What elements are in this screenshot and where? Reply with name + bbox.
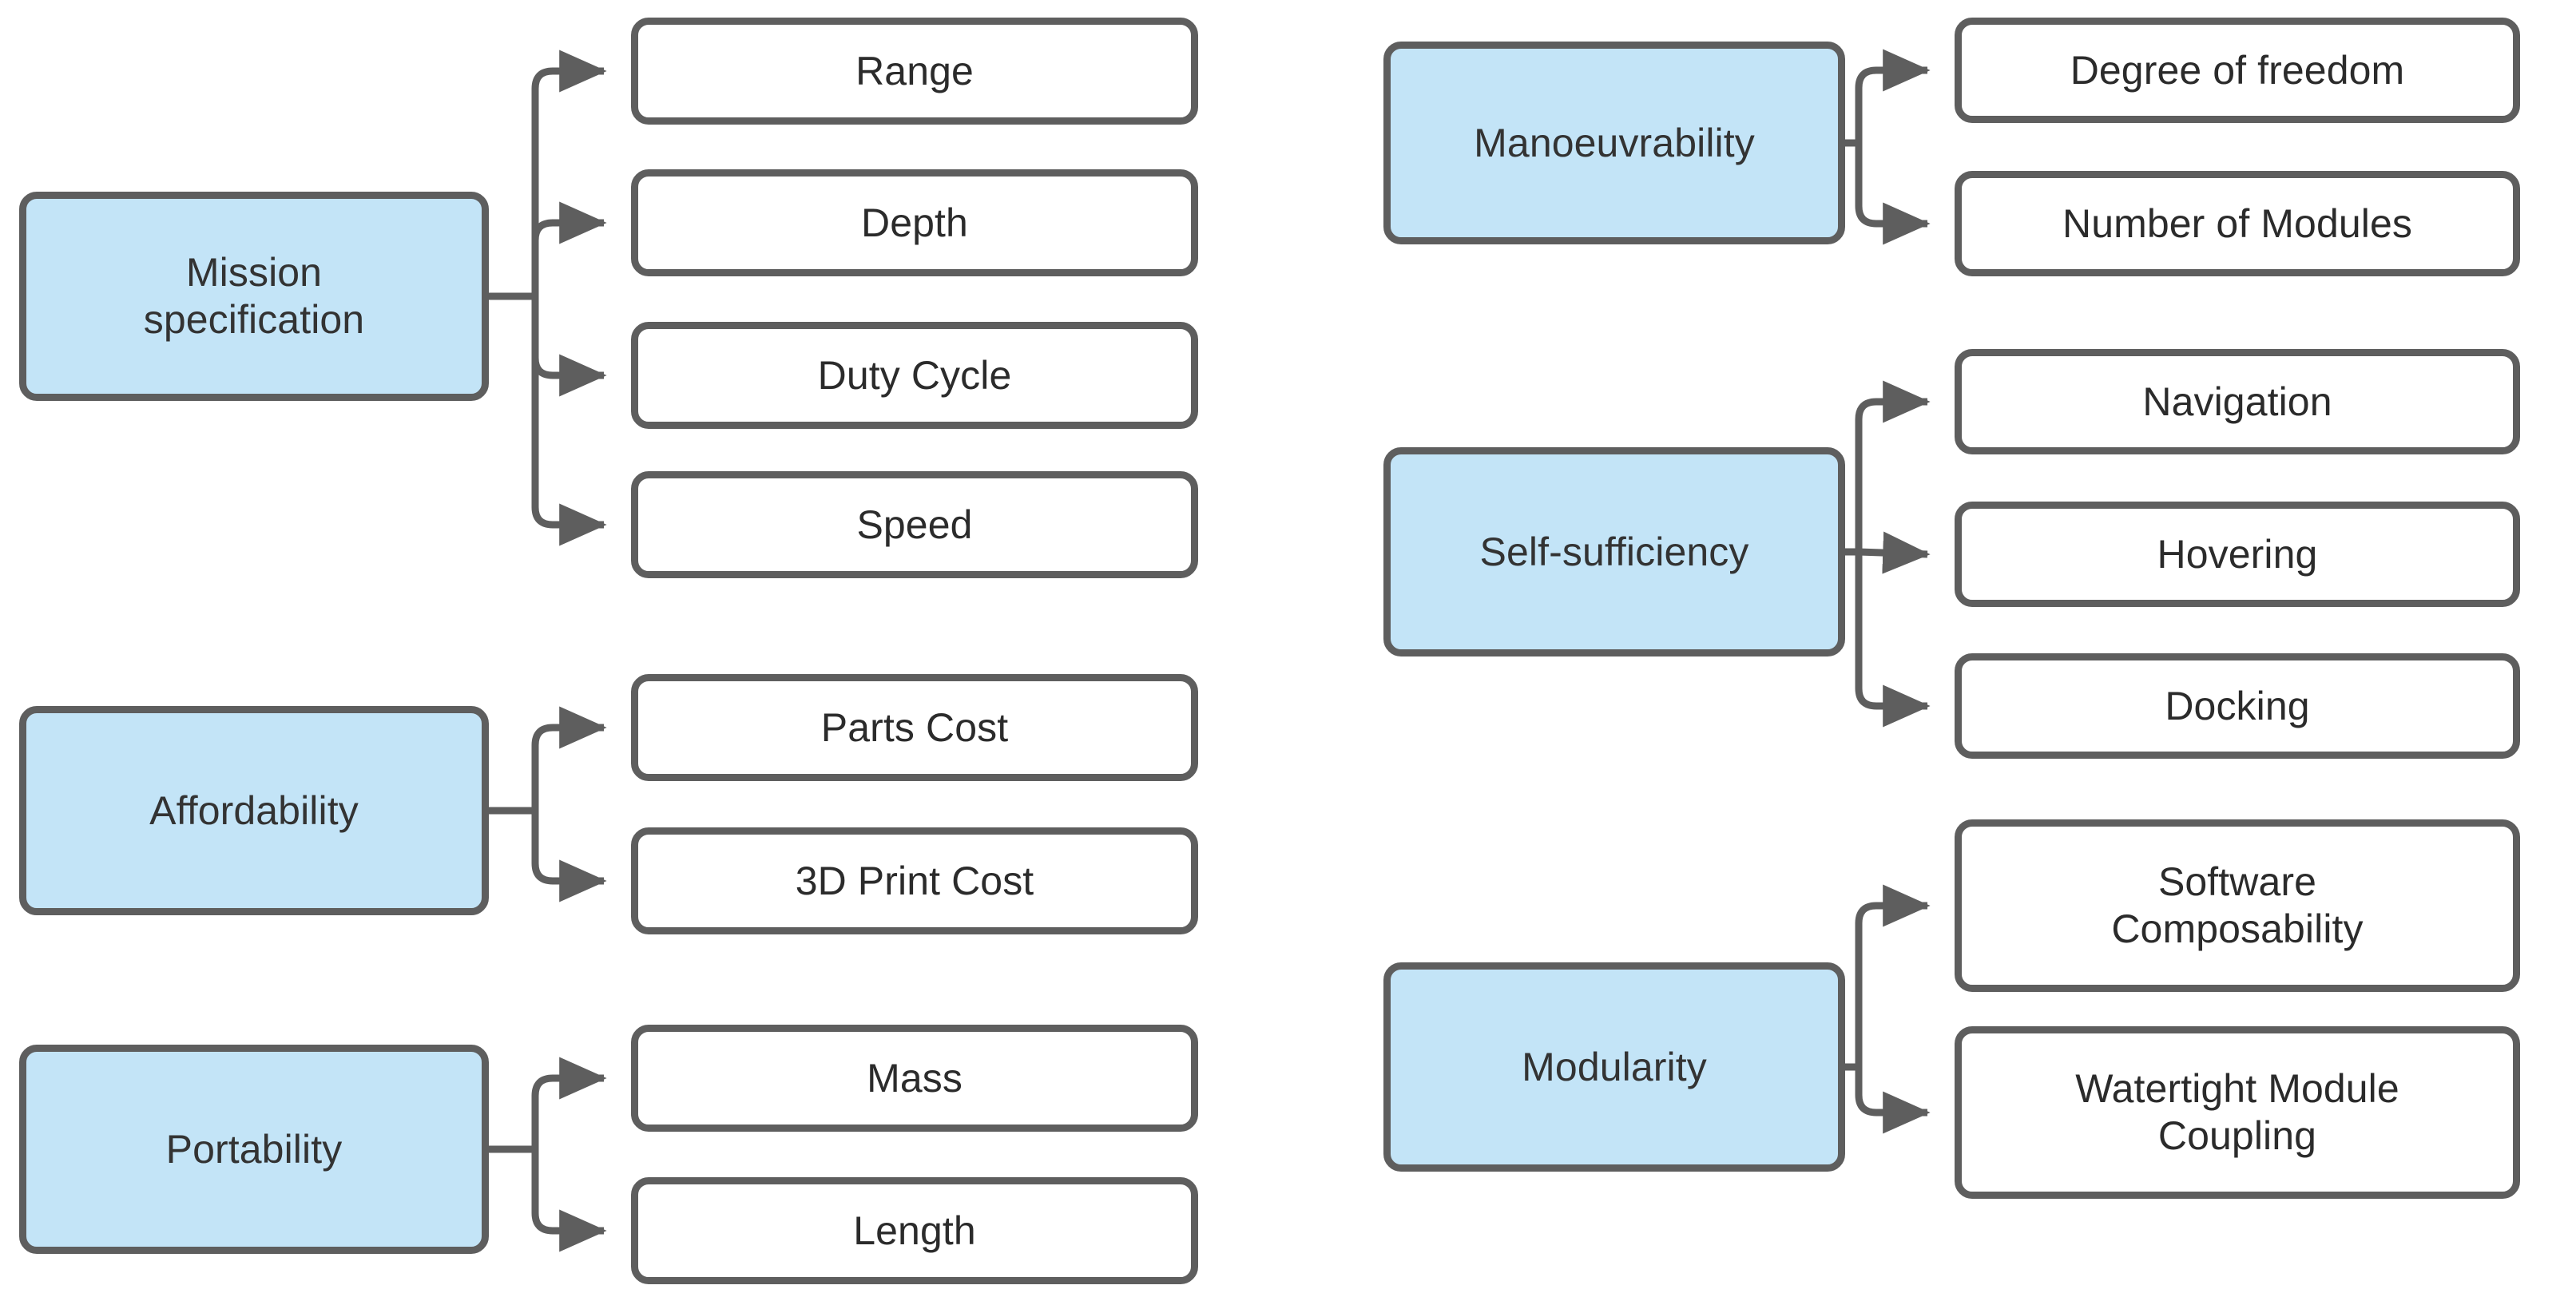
connector-mission-specification-to-child-3 <box>531 296 607 546</box>
node-mission-specification-child-0[interactable]: Range <box>631 18 1198 125</box>
node-mission-specification-child-1[interactable]: Depth <box>631 169 1198 276</box>
node-manoeuvrability-child-1[interactable]: Number of Modules <box>1955 171 2520 276</box>
node-affordability-child-0-label: Parts Cost <box>820 704 1009 750</box>
node-portability-child-1[interactable]: Length <box>631 1177 1198 1284</box>
connector-affordability-to-child-1 <box>531 811 607 902</box>
node-affordability-child-1-label: 3D Print Cost <box>795 858 1034 903</box>
node-portability[interactable]: Portability <box>19 1045 489 1254</box>
node-manoeuvrability-child-1-label: Number of Modules <box>2062 200 2412 246</box>
connector-self-sufficiency-to-child-2 <box>1855 552 1931 728</box>
connector-manoeuvrability-to-child-1 <box>1855 143 1931 245</box>
node-self-sufficiency-label: Self-sufficiency <box>1479 529 1749 574</box>
node-mission-specification-child-2-label: Duty Cycle <box>817 352 1012 398</box>
node-self-sufficiency-child-1[interactable]: Hovering <box>1955 502 2520 607</box>
node-self-sufficiency-child-0[interactable]: Navigation <box>1955 349 2520 454</box>
connector-self-sufficiency-to-child-0 <box>1855 380 1931 552</box>
node-modularity-child-1[interactable]: Watertight Module Coupling <box>1955 1026 2520 1199</box>
node-mission-specification-child-3-label: Speed <box>856 502 973 547</box>
node-affordability[interactable]: Affordability <box>19 706 489 915</box>
node-modularity-child-0-label: Software Composability <box>2111 859 2364 951</box>
connector-modularity-to-child-0 <box>1855 884 1931 1067</box>
connector-mission-specification-to-child-1 <box>531 201 607 296</box>
node-self-sufficiency-child-0-label: Navigation <box>2142 379 2332 424</box>
node-self-sufficiency[interactable]: Self-sufficiency <box>1383 447 1845 656</box>
node-self-sufficiency-child-2-label: Docking <box>2165 683 2310 728</box>
connector-modularity-to-child-1 <box>1855 1067 1931 1134</box>
node-manoeuvrability-label: Manoeuvrability <box>1474 120 1755 165</box>
node-affordability-child-0[interactable]: Parts Cost <box>631 674 1198 781</box>
node-mission-specification-child-1-label: Depth <box>861 200 968 245</box>
connector-portability-to-child-1 <box>531 1149 607 1252</box>
node-portability-child-0-label: Mass <box>867 1055 963 1101</box>
connector-affordability-to-child-0 <box>531 706 607 811</box>
connector-mission-specification-to-child-2 <box>531 296 607 397</box>
node-portability-child-1-label: Length <box>853 1208 976 1253</box>
connector-manoeuvrability-to-child-0 <box>1855 49 1931 143</box>
node-mission-specification-child-3[interactable]: Speed <box>631 471 1198 578</box>
node-portability-child-0[interactable]: Mass <box>631 1025 1198 1132</box>
node-manoeuvrability-child-0[interactable]: Degree of freedom <box>1955 18 2520 123</box>
node-portability-label: Portability <box>165 1126 343 1172</box>
node-mission-specification-label: Mission specification <box>143 250 365 342</box>
node-modularity-child-0[interactable]: Software Composability <box>1955 819 2520 992</box>
connector-self-sufficiency-to-child-1 <box>1858 531 1931 574</box>
node-modularity-child-1-label: Watertight Module Coupling <box>2075 1066 2399 1158</box>
node-mission-specification[interactable]: Mission specification <box>19 192 489 401</box>
node-self-sufficiency-child-1-label: Hovering <box>2157 531 2318 577</box>
node-mission-specification-child-2[interactable]: Duty Cycle <box>631 322 1198 429</box>
node-modularity[interactable]: Modularity <box>1383 962 1845 1172</box>
node-modularity-label: Modularity <box>1522 1044 1707 1089</box>
connector-portability-to-child-0 <box>531 1057 607 1149</box>
node-manoeuvrability-child-0-label: Degree of freedom <box>2070 47 2405 93</box>
node-manoeuvrability[interactable]: Manoeuvrability <box>1383 42 1845 244</box>
node-affordability-label: Affordability <box>149 787 359 833</box>
node-self-sufficiency-child-2[interactable]: Docking <box>1955 653 2520 759</box>
connector-mission-specification-to-child-0 <box>531 50 607 296</box>
node-affordability-child-1[interactable]: 3D Print Cost <box>631 827 1198 934</box>
node-mission-specification-child-0-label: Range <box>855 48 974 93</box>
